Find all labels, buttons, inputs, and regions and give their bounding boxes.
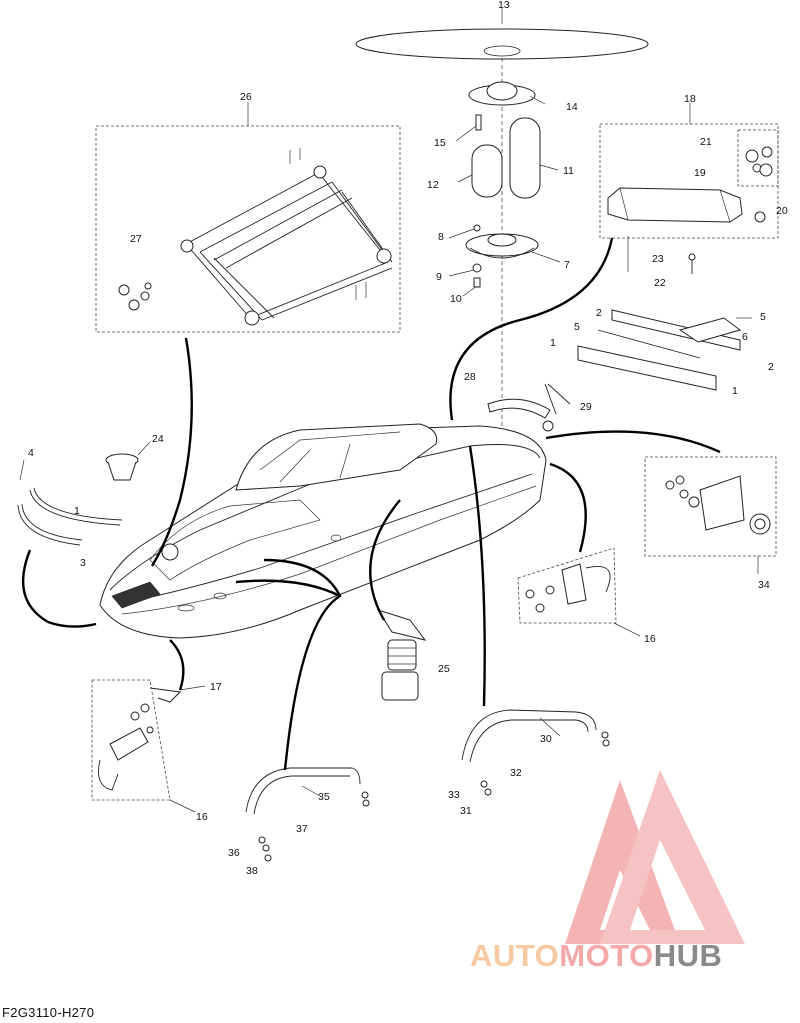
callout-31: 31 (460, 805, 472, 817)
tow-eye-box-right (517, 547, 641, 637)
callout-29: 29 (580, 401, 592, 413)
boat-hull (99, 423, 547, 639)
grab-rail-35 (245, 767, 370, 862)
rail-assembly-right (577, 309, 752, 391)
watermark-part3: HUB (653, 938, 723, 973)
callout-16b: 16 (196, 811, 208, 823)
tow-eye-box-left (91, 679, 206, 813)
callout-labels: 13 14 15 11 12 8 7 9 10 26 27 18 21 19 2… (28, 0, 788, 877)
callout-6: 6 (742, 331, 748, 343)
cup-holder (105, 441, 151, 481)
callout-3: 3 (80, 557, 86, 569)
callout-15: 15 (434, 137, 446, 149)
callout-30: 30 (540, 733, 552, 745)
callout-11: 11 (563, 165, 574, 177)
watermark-part1: AUTO (470, 938, 560, 973)
callout-23: 23 (652, 253, 664, 265)
callout-25: 25 (438, 663, 450, 675)
callout-13: 13 (498, 0, 510, 11)
diagram-code: F2G3110-H270 (2, 1005, 95, 1020)
callout-4: 4 (28, 447, 34, 459)
frame-assembly-box (95, 102, 401, 333)
callout-28: 28 (464, 371, 476, 383)
callout-24: 24 (152, 433, 164, 445)
handle-parts (487, 383, 571, 432)
callout-2b: 2 (768, 361, 774, 373)
callout-14: 14 (566, 101, 578, 113)
callout-7: 7 (564, 259, 570, 271)
part-canopy-top (355, 8, 649, 60)
leader-arrows (22, 237, 721, 771)
watermark-part2: MOTO (559, 938, 654, 973)
callout-10: 10 (450, 293, 462, 305)
callout-32: 32 (510, 767, 522, 779)
rail-assembly-left (17, 459, 123, 546)
callout-35: 35 (318, 791, 330, 803)
grab-rail-30 (461, 709, 610, 796)
bracket-box (599, 103, 779, 274)
callout-16: 16 (644, 633, 656, 645)
part-cushions (457, 117, 559, 199)
callout-2: 2 (596, 307, 602, 319)
callout-17: 17 (210, 681, 222, 693)
callout-5: 5 (760, 311, 766, 323)
callout-1c: 1 (74, 505, 80, 517)
callout-34: 34 (758, 579, 770, 591)
callout-33: 33 (448, 789, 460, 801)
callout-20: 20 (776, 205, 788, 217)
part-base-mount (448, 224, 561, 297)
callout-19: 19 (694, 167, 706, 179)
part-pin (455, 114, 482, 142)
callout-22: 22 (654, 277, 666, 289)
callout-27: 27 (130, 233, 142, 245)
callout-1b: 1 (732, 385, 738, 397)
spring-mount (376, 609, 427, 701)
callout-8: 8 (438, 231, 444, 243)
callout-36: 36 (228, 847, 240, 859)
callout-21: 21 (700, 136, 712, 148)
callout-5b: 5 (574, 321, 580, 333)
callout-26: 26 (240, 91, 252, 103)
callout-1: 1 (550, 337, 556, 349)
callout-18: 18 (684, 93, 696, 105)
part-top-mount (468, 81, 546, 106)
callout-38: 38 (246, 865, 258, 877)
callout-9: 9 (436, 271, 442, 283)
watermark-text: AUTOMOTOHUB (470, 938, 722, 974)
watermark-logo (565, 770, 745, 944)
callout-37: 37 (296, 823, 308, 835)
callout-12: 12 (427, 179, 439, 191)
mount-bracket-box (644, 456, 777, 574)
